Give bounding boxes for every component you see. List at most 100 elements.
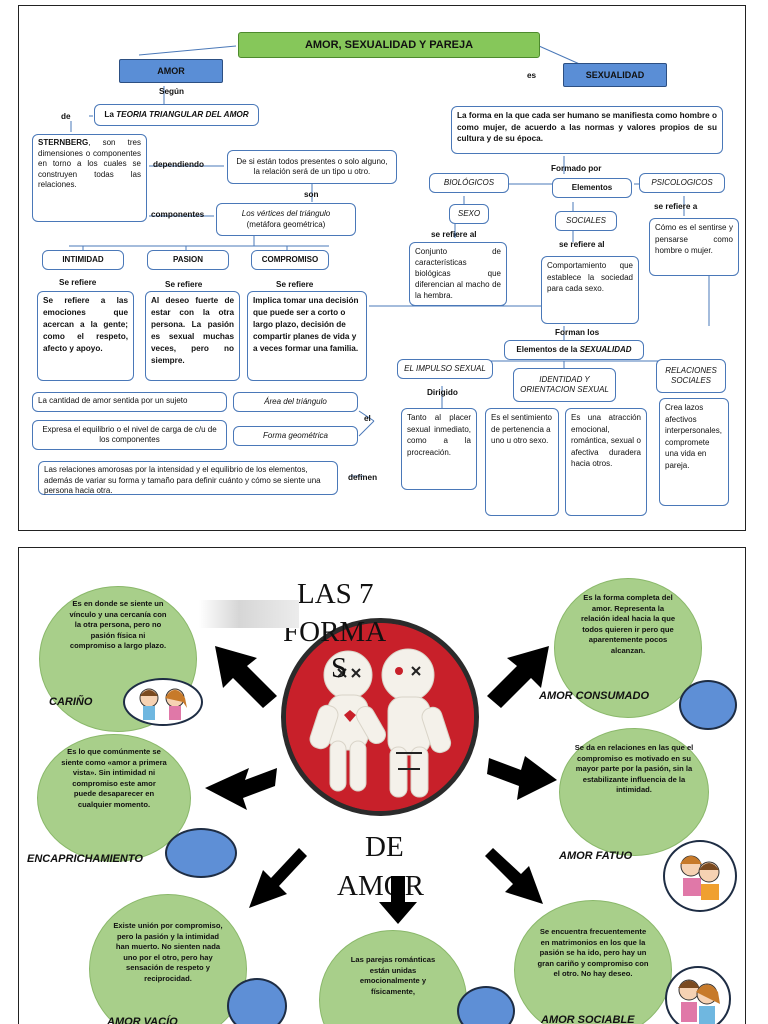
intimidad-text: Se refiere a las emociones que acercan a… <box>37 291 134 381</box>
label-se-refiere-al-sexo: se refiere al <box>431 230 477 239</box>
label-son: son <box>304 190 319 199</box>
form-romantico-text: Las parejas románticas están unidas emoc… <box>350 955 436 996</box>
kids-sociable-image <box>665 966 731 1024</box>
title-word-s: S <box>331 652 348 684</box>
identidad-text: Es el sentimiento de pertenencia a uno u… <box>485 408 559 516</box>
map-title: AMOR, SEXUALIDAD Y PAREJA <box>238 32 540 58</box>
sexualidad-header: SEXUALIDAD <box>563 63 667 87</box>
orientacion-text: Es una atracción emocional, romántica, s… <box>565 408 647 516</box>
elementos-sexualidad-prefix: Elementos de la <box>516 344 578 354</box>
label-de: de <box>61 112 71 121</box>
voodoo-dolls-illustration <box>286 623 474 811</box>
component-intimidad: INTIMIDAD <box>42 250 124 270</box>
form-carino-text: Es en donde se siente un vínculo y una c… <box>69 599 167 650</box>
label-se-refiere-a-psico: se refiere a <box>654 202 698 211</box>
form-fatuo-text: Se da en relaciones en las que el compro… <box>574 743 694 794</box>
sternberg-name: STERNBERG <box>38 138 89 147</box>
sexualidad-definition: La forma en la que cada ser humano se ma… <box>451 106 723 154</box>
title-word-de: DE <box>365 831 404 863</box>
label-segun: Según <box>159 87 185 96</box>
label-forman-los: Forman los <box>555 328 600 337</box>
romantico-blue-circle <box>457 986 515 1024</box>
intimidad-refiere: Se refiere <box>59 278 97 287</box>
psico-text: Cómo es el sentirse y pensarse como homb… <box>649 218 739 276</box>
sternberg-box: STERNBERG, son tres dimensiones o compon… <box>32 134 147 222</box>
label-es: es <box>527 71 537 80</box>
cantidad-box: La cantidad de amor sentida por un sujet… <box>32 392 227 412</box>
arrow-encaprichamiento <box>205 768 277 810</box>
form-consumado-text: Es la forma completa del amor. Represent… <box>580 593 676 655</box>
kids-carino-image <box>123 678 203 726</box>
label-dirigido: Dirigido <box>427 388 458 397</box>
forma-box: Forma geométrica <box>233 426 358 446</box>
elementos-sexualidad-box: Elementos de la SEXUALIDAD <box>504 340 644 360</box>
arrow-fatuo <box>487 756 557 800</box>
concept-map-panel: AMOR, SEXUALIDAD Y PAREJA AMOR Según de … <box>18 5 746 531</box>
title-word-amor: AMOR <box>337 870 425 902</box>
form-carino-name: CARIÑO <box>49 696 93 708</box>
teoria-prefix: La <box>104 109 114 119</box>
form-sociable-name: AMOR SOCIABLE <box>541 1014 635 1024</box>
form-encaprichamiento-name: ENCAPRICHAMIENTO <box>27 853 143 865</box>
form-sociable-text: Se encuentra frecuentemente en matrimoni… <box>537 927 649 978</box>
arrows-layer <box>205 646 557 924</box>
impulso-text: Tanto al placer sexual inmediato, como a… <box>401 408 477 490</box>
teoria-title: TEORIA TRIANGULAR DEL AMOR <box>116 109 249 119</box>
arrow-consumado <box>487 646 549 708</box>
arrow-vacio <box>249 848 307 908</box>
label-el: el <box>364 414 371 423</box>
dolls-photo <box>281 618 479 816</box>
kids-illustration <box>139 688 187 720</box>
kids-hug-illustration <box>680 855 720 900</box>
seven-forms-panel: LAS 7 FORMA S DE AMOR Es en donde se sie… <box>18 547 746 1024</box>
impulso-box: EL IMPULSO SEXUAL <box>397 359 493 379</box>
relaciones-sociales-box: RELACIONES SOCIALES <box>656 359 726 393</box>
vertices-title: Los vértices del triángulo <box>241 209 331 218</box>
kids-fatuo-image <box>663 840 737 912</box>
form-vacio-name: AMOR VACÍO <box>107 1016 178 1024</box>
form-encaprichamiento-text: Es lo que comúnmente se siente como «amo… <box>61 747 167 809</box>
elementos-box: Elementos <box>552 178 632 198</box>
title-word-forma: FORMA <box>283 616 387 648</box>
kids-sociable-illustration <box>678 979 720 1024</box>
label-formado-por: Formado por <box>551 164 602 173</box>
label-se-refiere-al-sociales: se refiere al <box>559 240 605 249</box>
sociales-box: SOCIALES <box>555 211 617 231</box>
biologicos-box: BIOLÓGICOS <box>429 173 509 193</box>
arrow-sociable <box>485 848 543 904</box>
relaciones-sociales-text: Crea lazos afectivos interpersonales, co… <box>659 398 729 506</box>
title-word-las7: LAS 7 <box>297 578 374 610</box>
teoria-box: La TEORIA TRIANGULAR DEL AMOR <box>94 104 259 126</box>
arrow-carino <box>215 646 277 708</box>
vacio-blue-circle <box>227 978 287 1024</box>
form-fatuo-name: AMOR FATUO <box>559 850 633 862</box>
vertices-box: Los vértices del triángulo (metáfora geo… <box>216 203 356 236</box>
relaciones-amorosas-box: Las relaciones amorosas por la intensida… <box>38 461 338 495</box>
compromiso-refiere: Se refiere <box>276 280 314 289</box>
dependiendo-box: De si están todos presentes o solo algun… <box>227 150 397 184</box>
connector-lines <box>69 45 710 477</box>
sternberg-text: , son tres dimensiones o componentes en … <box>38 138 141 189</box>
arrow-romantico <box>379 876 417 924</box>
consumado-blue-circle <box>679 680 737 730</box>
form-encaprichamiento-circle: Es lo que comúnmente se siente como «amo… <box>37 734 191 862</box>
elementos-sexualidad-word: SEXUALIDAD <box>579 344 632 354</box>
expresa-box: Expresa el equilibrio o el nivel de carg… <box>32 420 227 450</box>
pasion-text: Al deseo fuerte de estar con la otra per… <box>145 291 240 381</box>
form-sociable-circle: Se encuentra frecuentemente en matrimoni… <box>514 900 672 1024</box>
form-consumado-name: AMOR CONSUMADO <box>539 690 649 702</box>
form-fatuo-circle: Se da en relaciones en las que el compro… <box>559 728 709 856</box>
label-componentes: componentes <box>151 210 205 219</box>
identidad-box: IDENTIDAD Y ORIENTACION SEXUAL <box>513 368 616 402</box>
compromiso-text: Implica tomar una decisión que puede ser… <box>247 291 367 381</box>
area-box: Área del triángulo <box>233 392 358 412</box>
encaprichamiento-blue-circle <box>165 828 237 878</box>
label-definen: definen <box>348 473 378 482</box>
sexo-box: SEXO <box>449 204 489 224</box>
grey-smudge <box>199 600 299 628</box>
sociales-text: Comportamiento que establece la sociedad… <box>541 256 639 324</box>
component-compromiso: COMPROMISO <box>251 250 329 270</box>
pasion-refiere: Se refiere <box>165 280 203 289</box>
form-vacio-text: Existe unión por compromiso, pero la pas… <box>113 921 223 983</box>
label-dependiendo: dependiendo <box>153 160 204 169</box>
